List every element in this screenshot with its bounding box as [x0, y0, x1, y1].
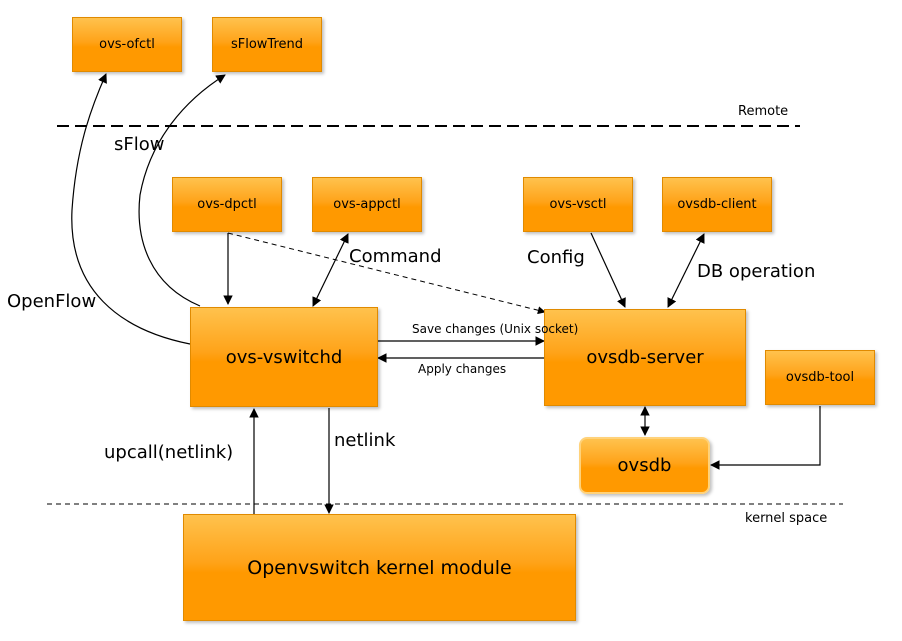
sflowtrend-box: sFlowTrend	[212, 17, 322, 72]
ovsdb-label: ovsdb	[617, 455, 672, 476]
remote-label: Remote	[738, 104, 789, 119]
tool-to-ovsdb-arrow	[710, 406, 821, 470]
ovsdb-client-box: ovsdb-client	[662, 177, 772, 232]
ovsdb-tool-box: ovsdb-tool	[765, 350, 875, 405]
openflow-arrow	[71, 73, 191, 345]
ovs-vsctl-box: ovs-vsctl	[523, 177, 633, 232]
sflow-arrow	[138, 74, 226, 307]
kernel-module-label: Openvswitch kernel module	[247, 556, 512, 579]
upcall-label: upcall(netlink)	[104, 442, 234, 463]
client-ovsdb-server-arrow	[667, 233, 705, 308]
ovs-dpctl-box: ovs-dpctl	[172, 177, 282, 232]
appctl-vswitchd-arrow	[312, 233, 349, 307]
sflowtrend-label: sFlowTrend	[230, 37, 304, 52]
ovs-dpctl-label: ovs-dpctl	[197, 197, 257, 212]
ovsdb-client-label: ovsdb-client	[677, 197, 757, 212]
kernel-module-box: Openvswitch kernel module	[183, 514, 576, 621]
apply-changes-label: Apply changes	[418, 362, 507, 376]
dpctl-to-ovsdb-server-dashed-arrow	[227, 232, 546, 315]
ovsdb-tool-label: ovsdb-tool	[785, 370, 855, 385]
ovsdb-server-box: ovsdb-server	[544, 309, 746, 406]
ovs-appctl-label: ovs-appctl	[333, 197, 401, 212]
command-label: Command	[349, 246, 442, 267]
ovs-ofctl-label: ovs-ofctl	[99, 37, 155, 52]
ovsdb-server-label: ovsdb-server	[586, 347, 704, 368]
ovsdb-box: ovsdb	[579, 437, 710, 494]
kernel-space-label: kernel space	[745, 511, 828, 526]
ovs-appctl-box: ovs-appctl	[312, 177, 422, 232]
ovs-ofctl-box: ovs-ofctl	[72, 17, 182, 72]
netlink-label: netlink	[334, 430, 396, 451]
save-changes-label: Save changes (Unix socket)	[412, 322, 579, 336]
openflow-label: OpenFlow	[7, 291, 97, 312]
db-operation-label: DB operation	[697, 261, 816, 282]
config-label: Config	[527, 247, 585, 268]
sflow-label: sFlow	[114, 134, 165, 155]
ovs-vsctl-label: ovs-vsctl	[549, 197, 607, 212]
ovs-vswitchd-box: ovs-vswitchd	[190, 307, 378, 407]
ovs-vswitchd-label: ovs-vswitchd	[225, 346, 343, 368]
vsctl-to-ovsdb-server-arrow	[590, 232, 626, 308]
